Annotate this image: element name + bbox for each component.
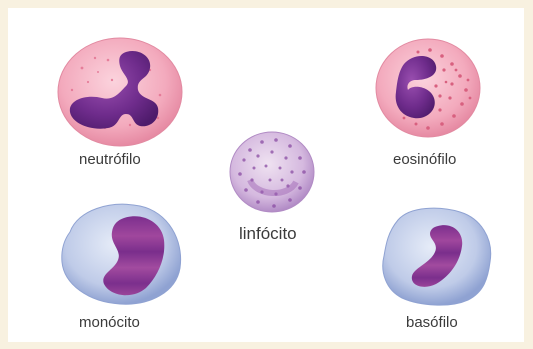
neutrophil-label: neutrófilo xyxy=(79,151,141,168)
eosinophil-cell xyxy=(376,39,480,137)
basophil-label: basófilo xyxy=(406,314,458,331)
neutrophil-cell xyxy=(58,38,182,146)
lymphocyte-cell xyxy=(230,132,314,212)
monocyte-label: monócito xyxy=(79,314,140,331)
monocyte-cell xyxy=(62,204,181,304)
basophil-cell xyxy=(383,208,491,305)
eosinophil-label: eosinófilo xyxy=(393,151,456,168)
lymphocyte-label: linfócito xyxy=(239,224,297,244)
